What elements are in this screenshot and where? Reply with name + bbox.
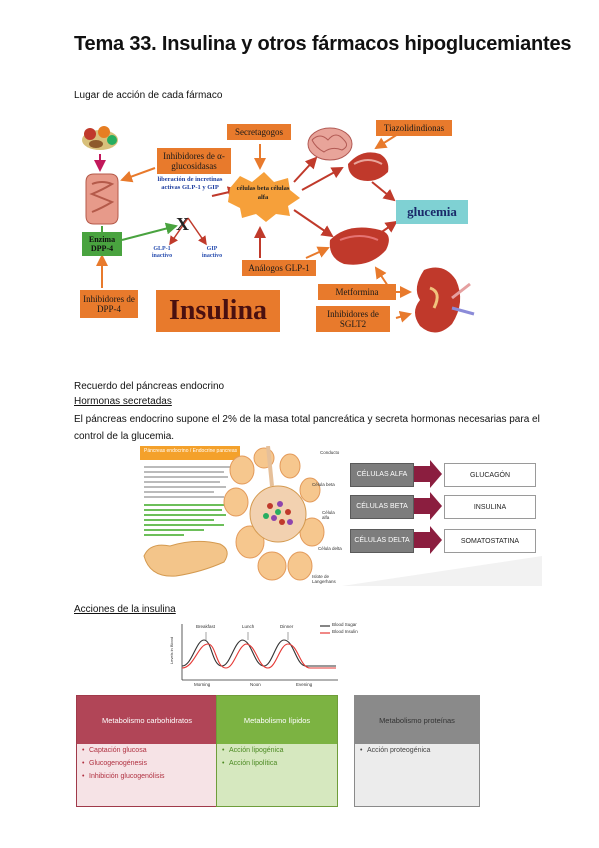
panel-lipidos-item: Acción lipolítica — [222, 757, 283, 770]
panel-carbohidratos-item: Captación glucosa — [82, 744, 165, 757]
cell-box-beta: CÉLULAS BETA — [350, 495, 414, 519]
label-liberacion-incretinas: liberación de incretinas activas GLP-1 y… — [157, 176, 223, 191]
chart-ylabel: Levels in Blood — [169, 636, 175, 665]
panel-carbohidratos-title: Metabolismo carbohidratos — [77, 696, 217, 744]
cell-box-delta: CÉLULAS DELTA — [350, 529, 414, 553]
legend-blood-sugar: Blood Sugar — [332, 622, 357, 627]
panel-proteinas-title: Metabolismo proteínas — [355, 696, 479, 744]
label-insulina-big: Insulina — [156, 290, 280, 332]
cells-hormones-arrows — [342, 460, 542, 586]
meal-lunch: Lunch — [242, 624, 255, 629]
label-conducto: Conducto — [320, 450, 340, 455]
meal-breakfast: Breakfast — [196, 624, 216, 629]
panel-carbohidratos-item: Glucogenogénesis — [82, 757, 165, 770]
label-enzima-dpp4: Enzima DPP-4 — [82, 232, 122, 256]
liver-icon — [329, 227, 389, 265]
kidney-icon — [415, 267, 475, 333]
label-beta-cell: Célula beta — [312, 482, 335, 487]
cells-hormones-diagram: CÉLULAS ALFA CÉLULAS BETA CÉLULAS DELTA … — [342, 446, 542, 586]
panel-lipidos: Metabolismo lípidos Acción lipogénica Ac… — [216, 695, 338, 807]
page-title: Tema 33. Insulina y otros fármacos hipog… — [74, 33, 572, 55]
x-mark: X — [176, 214, 189, 234]
time-morning: Morning — [194, 682, 211, 687]
food-icon — [82, 126, 118, 150]
label-inhibidores-glucosidasas: Inhibidores de α-glucosidasas — [157, 148, 231, 174]
paragraph-pancreas: El páncreas endocrino supone el 2% de la… — [74, 414, 540, 442]
blood-sugar-chart: Blood Sugar Blood Insulin Breakfast Lunc… — [169, 618, 372, 688]
hormone-box-somatostatina: SOMATOSTATINA — [444, 529, 536, 553]
label-celulas-beta-alfa: células beta células alfa — [236, 185, 290, 201]
time-evening: Evening — [296, 682, 313, 687]
panel-carbohidratos-item: Inhibición glucogenólisis — [82, 770, 164, 783]
illustration-box-title: Páncreas endocrino / Endocrine pancreas — [144, 448, 238, 454]
hormone-box-insulina: INSULINA — [444, 495, 536, 519]
panel-lipidos-item: Acción lipogénica — [222, 744, 284, 757]
label-secretagogos: Secretagogos — [227, 124, 291, 140]
cell-box-alfa: CÉLULAS ALFA — [350, 463, 414, 487]
label-tiazolidindionas: Tiazolidindionas — [376, 120, 452, 136]
blood-sugar-plot — [181, 624, 338, 681]
drug-action-arrows — [82, 126, 475, 333]
section-heading-acciones: Acciones de la insulina — [74, 604, 176, 615]
label-glp1-inactivo: GLP-1 inactivo — [151, 246, 173, 259]
panel-proteinas-item: Acción proteogénica — [360, 744, 430, 757]
label-gip-inactivo: GIP inactivo — [201, 246, 223, 259]
label-glucemia: glucemia — [396, 200, 468, 224]
panel-proteinas: Metabolismo proteínas Acción proteogénic… — [354, 695, 480, 807]
hormone-box-glucagon: GLUCAGÓN — [444, 463, 536, 487]
drug-action-diagram: Inhibidores de α-glucosidasas Secretagog… — [80, 118, 480, 350]
label-metformina: Metformina — [318, 284, 396, 300]
intestine-icon — [85, 173, 119, 225]
panel-lipidos-title: Metabolismo lípidos — [217, 696, 337, 744]
section-heading-pancreas: Recuerdo del páncreas endocrino — [74, 381, 225, 392]
label-alpha-cell: Célula alfa — [322, 510, 335, 520]
brain-icon — [307, 127, 353, 161]
subheading-hormonas: Hormonas secretadas — [74, 396, 172, 407]
label-delta-cell: Célula delta — [318, 546, 342, 551]
panel-carbohidratos: Metabolismo carbohidratos Captación gluc… — [76, 695, 218, 807]
label-islote: Islote de Langerhans — [312, 574, 336, 584]
pancreas-illustration: Páncreas endocrino / Endocrine pancreas … — [140, 446, 342, 586]
legend-blood-insulin: Blood Insulin — [332, 629, 358, 634]
section-heading-lugar: Lugar de acción de cada fármaco — [74, 90, 223, 101]
label-inhibidores-sglt2: Inhibidores de SGLT2 — [316, 306, 390, 332]
label-analogos-glp1: Análogos GLP-1 — [242, 260, 316, 276]
meal-dinner: Dinner — [280, 624, 294, 629]
muscle-icon — [348, 152, 389, 181]
label-inhibidores-dpp4: Inhibidores de DPP-4 — [80, 290, 138, 318]
pancreas-drawing — [140, 446, 325, 581]
time-noon: Noon — [250, 682, 261, 687]
